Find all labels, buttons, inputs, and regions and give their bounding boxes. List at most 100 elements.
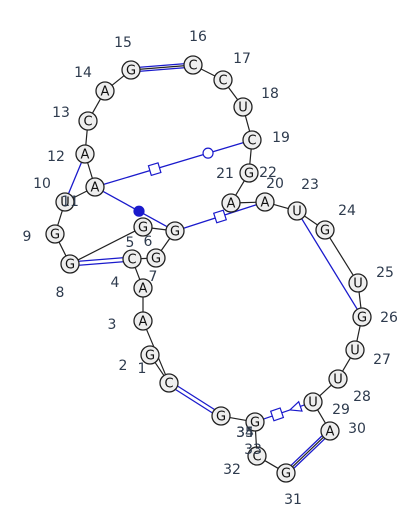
- position-number-11: 11: [61, 194, 79, 210]
- base-pair-7-23: [183, 204, 257, 229]
- backbone-link-32-33: [264, 460, 279, 469]
- nucleotide-circle: [348, 273, 368, 293]
- nucleotide-base-letter: A: [139, 282, 148, 297]
- nucleotide-base-letter: G: [50, 228, 60, 243]
- nucleotide-27: G: [352, 307, 372, 327]
- nucleotide-base-letter: C: [188, 59, 197, 74]
- nucleotide-33: C: [247, 446, 267, 466]
- nucleotide-circle: [183, 55, 203, 75]
- nucleotide-circle: [122, 249, 142, 269]
- base-pair-layer: [67, 63, 358, 469]
- base-pair-16-17: [139, 63, 185, 72]
- nucleotide-base-letter: C: [127, 253, 136, 268]
- nucleotide-base-letter: A: [91, 181, 100, 196]
- nucleotide-circle: [247, 446, 267, 466]
- pair-filled-circle-symbol: [133, 205, 145, 217]
- nucleotide-16: G: [121, 60, 141, 80]
- pair-triangle-symbol: [288, 400, 303, 412]
- nucleotide-base-letter: U: [333, 373, 343, 388]
- backbone-link-27-28: [356, 325, 361, 342]
- backbone-link-30-31: [317, 409, 326, 424]
- nucleotide-1: G: [140, 345, 160, 365]
- nucleotide-base-letter: G: [216, 410, 226, 425]
- pair-square-symbol: [269, 407, 285, 422]
- nucleotide-circle: [146, 248, 166, 268]
- nucleotide-circle: [255, 192, 275, 212]
- nucleotide-base-letter: G: [138, 221, 148, 236]
- position-number-6: 6: [144, 234, 153, 250]
- nucleotide-base-letter: C: [247, 134, 256, 149]
- nucleotide-circle: [159, 373, 179, 393]
- nucleotide-base-letter: U: [60, 196, 70, 211]
- nucleotide-circle: [233, 97, 253, 117]
- nucleotide-circle: [211, 406, 231, 426]
- backbone-link-11-12: [72, 190, 88, 199]
- nucleotide-base-letter: C: [252, 450, 261, 465]
- backbone-link-10-11: [57, 210, 63, 226]
- nucleotide-base-letter: G: [281, 467, 291, 482]
- backbone-link-24-25: [304, 215, 318, 226]
- nucleotide-base-letter: G: [151, 252, 161, 267]
- nucleotide-6: G: [146, 248, 166, 268]
- nucleotide-35: G: [211, 406, 231, 426]
- nucleotide-circle: [221, 193, 241, 213]
- position-number-18: 18: [261, 86, 279, 102]
- nucleotide-base-letter: G: [65, 258, 75, 273]
- nucleotide-base-letter: C: [218, 74, 227, 89]
- nucleotide-18: C: [213, 70, 233, 90]
- nucleotide-12: A: [85, 177, 105, 197]
- nucleotide-circle: [121, 60, 141, 80]
- nucleotide-31: A: [320, 421, 340, 441]
- backbone-link-19-20: [244, 115, 251, 132]
- position-number-19: 19: [272, 130, 290, 146]
- nucleotide-circle: [133, 311, 153, 331]
- nucleotide-circle: [55, 192, 75, 212]
- position-number-20: 20: [266, 176, 284, 192]
- nucleotide-4: A: [133, 278, 153, 298]
- position-number-5: 5: [126, 235, 135, 251]
- backbone-link-25-26: [329, 237, 354, 276]
- base-pair-9-5: [78, 257, 124, 266]
- backbone-link-15-16: [111, 75, 125, 86]
- nucleotide-base-letter: A: [227, 197, 236, 212]
- nucleotide-circle: [95, 81, 115, 101]
- nucleotide-24: U: [287, 201, 307, 221]
- nucleotide-circle: [276, 463, 296, 483]
- backbone-layer: [57, 65, 362, 469]
- nucleotide-base-letter: G: [126, 64, 136, 79]
- nucleotide-base-letter: G: [320, 224, 330, 239]
- position-number-9: 9: [23, 229, 32, 245]
- position-number-17: 17: [233, 51, 251, 67]
- position-number-7: 7: [149, 269, 158, 285]
- nucleotide-circle: [60, 254, 80, 274]
- nucleotide-20: C: [242, 130, 262, 150]
- position-number-34: 34: [236, 425, 254, 441]
- position-number-28: 28: [353, 389, 371, 405]
- nucleotide-3: A: [133, 311, 153, 331]
- nucleotide-circle: [245, 412, 265, 432]
- nucleotide-17: C: [183, 55, 203, 75]
- position-number-32: 32: [223, 462, 241, 478]
- position-number-12: 12: [47, 149, 65, 165]
- nucleotide-8: G: [133, 217, 153, 237]
- position-number-25: 25: [376, 265, 394, 281]
- nucleotide-11: U: [55, 192, 75, 212]
- backbone-link-23-24: [273, 203, 289, 210]
- nucleotide-23: A: [255, 192, 275, 212]
- backbone-link-4-5: [134, 267, 141, 280]
- backbone-link-9-10: [58, 241, 67, 257]
- base-pair-32-31: [290, 435, 326, 469]
- position-number-27: 27: [373, 352, 391, 368]
- nucleotide-base-letter: G: [244, 167, 254, 182]
- nucleotide-base-letter: U: [292, 205, 302, 220]
- nucleotide-circle: [352, 307, 372, 327]
- nucleotide-base-letter: A: [326, 425, 335, 440]
- position-number-8: 8: [56, 285, 65, 301]
- nucleotide-circle: [242, 130, 262, 150]
- nucleotide-base-letter: U: [308, 396, 318, 411]
- nucleotide-22: A: [221, 193, 241, 213]
- nucleotide-circle: [328, 369, 348, 389]
